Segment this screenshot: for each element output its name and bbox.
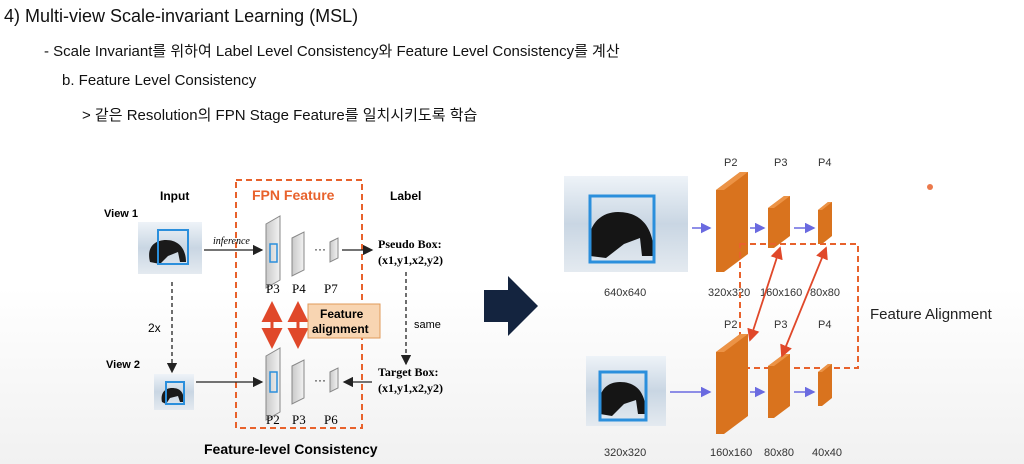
bottom-image-size: 320x320: [604, 447, 646, 459]
pseudo-box-title: Pseudo Box:: [378, 237, 442, 251]
dots-bottom: ···: [314, 373, 326, 387]
bullet-feature-level-consistency: b. Feature Level Consistency: [62, 72, 257, 89]
bottom-p4-label: P4: [818, 319, 831, 331]
bottom-size-p3: 80x80: [764, 447, 794, 459]
alignment-dashed-box: [739, 243, 859, 369]
bottom-level-p3: P3: [292, 412, 306, 427]
fpn-planes-top: [265, 215, 339, 289]
dots-top: ···: [314, 242, 326, 256]
top-size-p2: 320x320: [708, 287, 750, 299]
target-box-title: Target Box:: [378, 365, 439, 379]
view1-image: [138, 222, 202, 274]
bottom-size-p2: 160x160: [710, 447, 752, 459]
top-image-size: 640x640: [604, 287, 646, 299]
align-arrow-p4-to-p3: [780, 246, 828, 358]
feature-alignment-label: Feature Alignment: [870, 306, 993, 323]
bullet-scale-invariant: - Scale Invariant를 위하여 Label Level Consi…: [44, 43, 620, 60]
scale-label: 2x: [148, 321, 161, 335]
fpn-planes-bottom: [265, 347, 339, 421]
view1-label: View 1: [104, 208, 138, 220]
align-arrow-p3-to-p2: [747, 246, 783, 342]
bottom-p2-label: P2: [724, 319, 737, 331]
top-p4-label: P4: [818, 157, 831, 169]
big-right-arrow: [484, 276, 538, 336]
top-p3-label: P3: [774, 157, 787, 169]
pseudo-box-coords: (x1,y1,x2,y2): [378, 253, 443, 267]
col-label-label: Label: [390, 189, 421, 203]
top-level-p4: P4: [292, 281, 306, 296]
top-level-p7: P7: [324, 281, 338, 296]
top-level-p3: P3: [266, 281, 280, 296]
top-size-p4: 80x80: [810, 287, 840, 299]
bottom-level-p6: P6: [324, 412, 338, 427]
pointer-dot: [927, 184, 933, 190]
feature-alignment-line2: alignment: [312, 322, 369, 336]
target-box-coords: (x1,y1,x2,y2): [378, 381, 443, 395]
bottom-p3-label: P3: [774, 319, 787, 331]
bottom-feature-blocks: [716, 334, 832, 434]
top-input-image: [564, 176, 688, 272]
col-input-label: Input: [160, 189, 189, 203]
col-fpn-label: FPN Feature: [252, 187, 335, 203]
top-feature-blocks: [716, 172, 832, 272]
bottom-level-p2: P2: [266, 412, 280, 427]
feature-alignment-box: [307, 303, 381, 339]
view2-image: [154, 374, 194, 410]
bullet-fpn-stage-alignment: > 같은 Resolution의 FPN Stage Feature를 일치시키…: [82, 107, 478, 124]
same-label: same: [414, 319, 441, 331]
top-p2-label: P2: [724, 157, 737, 169]
feature-alignment-line1: Feature: [320, 307, 364, 321]
left-caption: Feature-level Consistency: [204, 441, 378, 457]
view2-label: View 2: [106, 359, 140, 371]
slide-heading: 4) Multi-view Scale-invariant Learning (…: [4, 6, 359, 26]
inference-label: inference: [213, 236, 250, 247]
bottom-size-p4: 40x40: [812, 447, 842, 459]
bottom-input-image: [586, 356, 666, 426]
